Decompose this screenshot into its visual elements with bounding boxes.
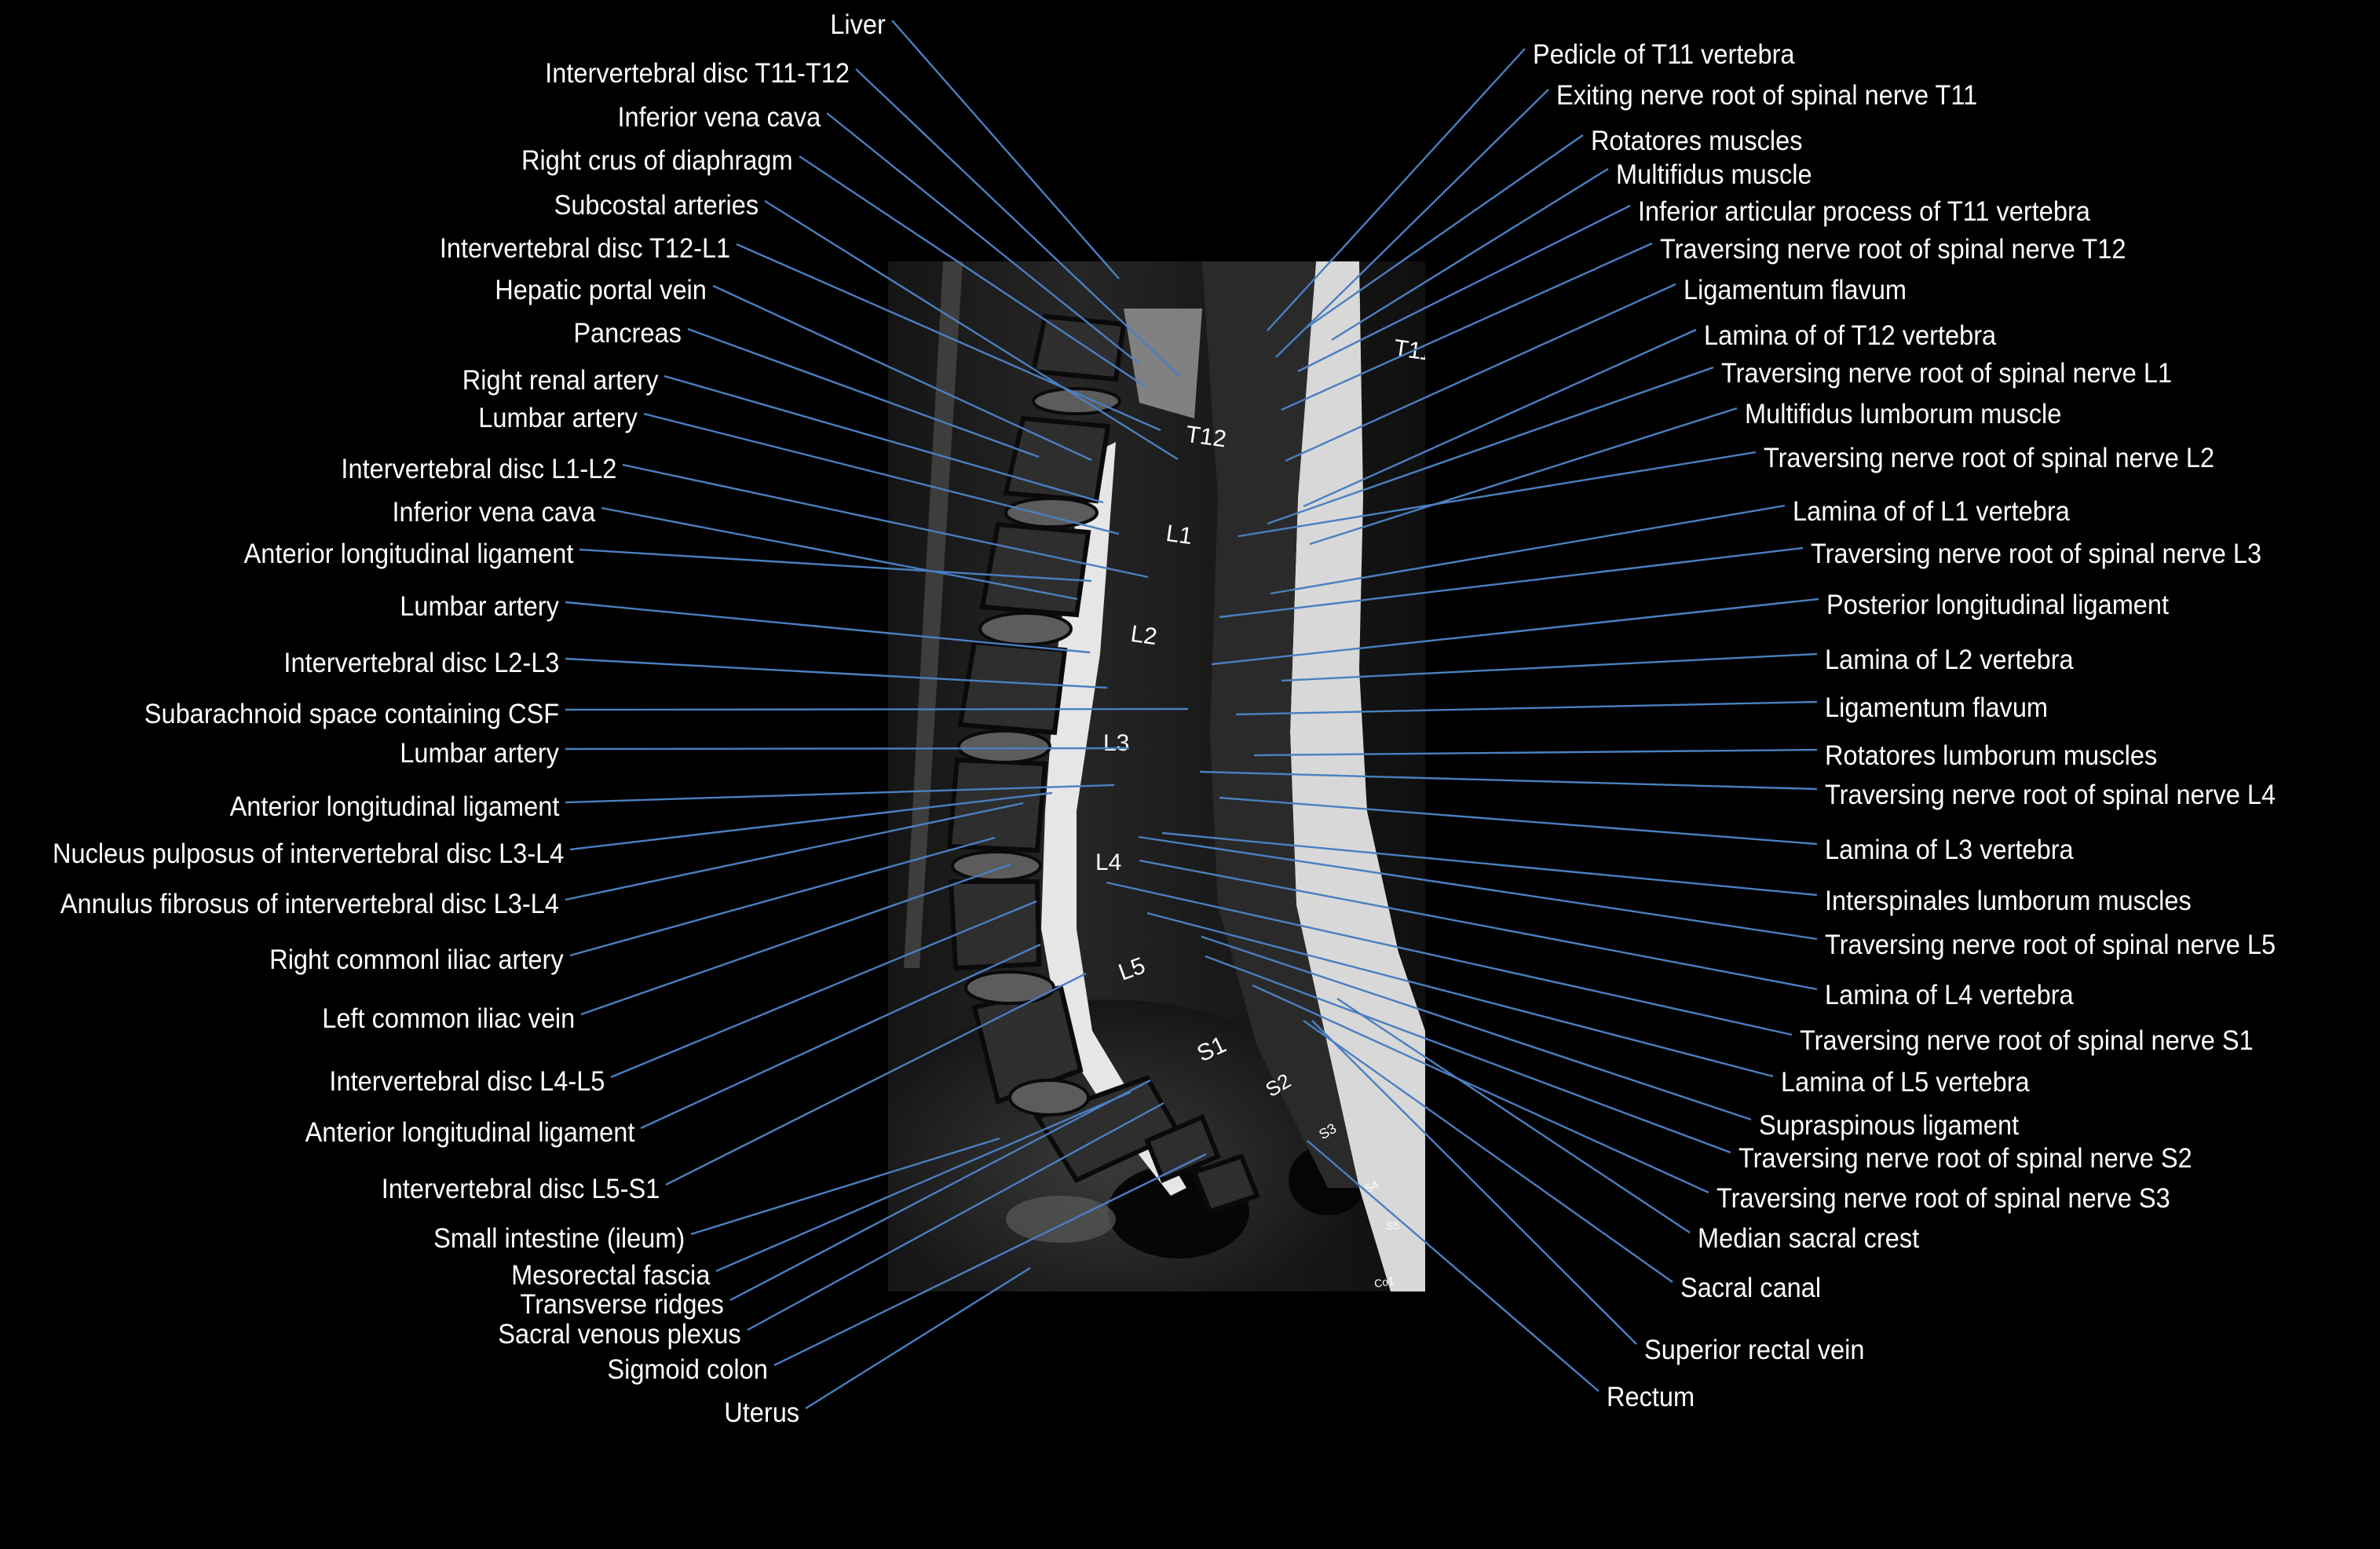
label-lumbar-artery: Lumbar artery: [400, 591, 559, 622]
label-inferior-articular-process-of-t11-vertebra: Inferior articular process of T11 verteb…: [1638, 196, 2090, 227]
label-traversing-nerve-root-of-spinal-nerve-s3: Traversing nerve root of spinal nerve S3: [1716, 1183, 2170, 1214]
label-traversing-nerve-root-of-spinal-nerve-l1: Traversing nerve root of spinal nerve L1: [1721, 358, 2173, 389]
label-lamina-of-of-t12-vertebra: Lamina of of T12 vertebra: [1704, 320, 1997, 351]
label-superior-rectal-vein: Superior rectal vein: [1644, 1335, 1865, 1365]
label-right-renal-artery: Right renal artery: [462, 365, 658, 396]
label-small-intestine-ileum: Small intestine (ileum): [433, 1223, 685, 1254]
label-traversing-nerve-root-of-spinal-nerve-l2: Traversing nerve root of spinal nerve L2: [1764, 443, 2215, 473]
label-traversing-nerve-root-of-spinal-nerve-s2: Traversing nerve root of spinal nerve S2: [1738, 1143, 2192, 1174]
label-traversing-nerve-root-of-spinal-nerve-t12: Traversing nerve root of spinal nerve T1…: [1660, 234, 2126, 265]
label-inferior-vena-cava: Inferior vena cava: [392, 497, 595, 528]
label-anterior-longitudinal-ligament: Anterior longitudinal ligament: [243, 539, 573, 569]
label-traversing-nerve-root-of-spinal-nerve-l4: Traversing nerve root of spinal nerve L4: [1825, 780, 2276, 810]
label-ligamentum-flavum: Ligamentum flavum: [1684, 275, 1907, 305]
label-anterior-longitudinal-ligament: Anterior longitudinal ligament: [229, 791, 559, 822]
label-sacral-canal: Sacral canal: [1680, 1273, 1822, 1303]
label-traversing-nerve-root-of-spinal-nerve-s1: Traversing nerve root of spinal nerve S1: [1800, 1025, 2254, 1056]
label-lamina-of-l5-vertebra: Lamina of L5 vertebra: [1781, 1067, 2030, 1098]
label-nucleus-pulposus-of-intervertebral-disc-l3-l4: Nucleus pulposus of intervertebral disc …: [52, 838, 564, 869]
label-lumbar-artery: Lumbar artery: [478, 403, 638, 433]
label-lamina-of-l4-vertebra: Lamina of L4 vertebra: [1825, 980, 2074, 1010]
label-pedicle-of-t11-vertebra: Pedicle of T11 vertebra: [1533, 39, 1795, 70]
label-mesorectal-fascia: Mesorectal fascia: [510, 1260, 710, 1291]
label-ligamentum-flavum: Ligamentum flavum: [1825, 692, 2049, 723]
label-lamina-of-l2-vertebra: Lamina of L2 vertebra: [1825, 645, 2074, 675]
vertebra-label-l1: L1: [1164, 520, 1194, 550]
label-lamina-of-l3-vertebra: Lamina of L3 vertebra: [1825, 835, 2074, 865]
label-intervertebral-disc-t11-t12: Intervertebral disc T11-T12: [545, 58, 850, 89]
label-pancreas: Pancreas: [573, 318, 682, 349]
label-hepatic-portal-vein: Hepatic portal vein: [495, 275, 707, 305]
label-lamina-of-of-l1-vertebra: Lamina of of L1 vertebra: [1793, 496, 2070, 527]
vertebra-label-l4: L4: [1095, 849, 1122, 875]
label-rectum: Rectum: [1607, 1382, 1695, 1412]
mri-drawing: [888, 261, 1425, 1291]
label-right-commonl-iliac-artery: Right commonl iliac artery: [269, 944, 564, 975]
label-subarachnoid-space-containing-csf: Subarachnoid space containing CSF: [144, 699, 559, 729]
label-right-crus-of-diaphragm: Right crus of diaphragm: [521, 145, 793, 176]
label-sacral-venous-plexus: Sacral venous plexus: [498, 1319, 741, 1350]
label-lumbar-artery: Lumbar artery: [400, 738, 559, 769]
label-subcostal-arteries: Subcostal arteries: [554, 190, 759, 221]
label-traversing-nerve-root-of-spinal-nerve-l5: Traversing nerve root of spinal nerve L5: [1825, 930, 2276, 960]
label-sigmoid-colon: Sigmoid colon: [607, 1354, 768, 1385]
label-interspinales-lumborum-muscles: Interspinales lumborum muscles: [1825, 886, 2192, 916]
label-transverse-ridges: Transverse ridges: [520, 1289, 724, 1320]
vertebra-label-l3: L3: [1103, 730, 1130, 756]
label-supraspinous-ligament: Supraspinous ligament: [1759, 1110, 2020, 1141]
label-inferior-vena-cava: Inferior vena cava: [617, 102, 821, 133]
label-rotatores-lumborum-muscles: Rotatores lumborum muscles: [1825, 740, 2158, 771]
label-intervertebral-disc-l2-l3: Intervertebral disc L2-L3: [283, 648, 559, 678]
label-intervertebral-disc-l4-l5: Intervertebral disc L4-L5: [328, 1066, 605, 1097]
label-rotatores-muscles: Rotatores muscles: [1591, 126, 1803, 156]
label-multifidus-lumborum-muscle: Multifidus lumborum muscle: [1745, 399, 2062, 429]
vertebra-label-s5: S5: [1386, 1219, 1400, 1232]
label-uterus: Uterus: [724, 1397, 799, 1428]
label-median-sacral-crest: Median sacral crest: [1698, 1223, 1920, 1254]
label-intervertebral-disc-l1-l2: Intervertebral disc L1-L2: [340, 454, 616, 484]
label-annulus-fibrosus-of-intervertebral-disc-l3-l4: Annulus fibrosus of intervertebral disc …: [60, 889, 559, 919]
label-posterior-longitudinal-ligament: Posterior longitudinal ligament: [1826, 590, 2170, 620]
label-anterior-longitudinal-ligament: Anterior longitudinal ligament: [305, 1117, 634, 1148]
label-intervertebral-disc-t12-l1: Intervertebral disc T12-L1: [439, 233, 730, 264]
left-0-leader-line: [891, 20, 1120, 279]
label-intervertebral-disc-l5-s1: Intervertebral disc L5-S1: [381, 1174, 660, 1204]
vertebra-label-t11: T11: [1392, 334, 1425, 367]
vertebra-label-l2: L2: [1128, 620, 1159, 651]
label-multifidus-muscle: Multifidus muscle: [1616, 159, 1812, 190]
label-left-common-iliac-vein: Left common iliac vein: [321, 1003, 575, 1034]
label-traversing-nerve-root-of-spinal-nerve-l3: Traversing nerve root of spinal nerve L3: [1811, 539, 2262, 569]
vertebra-label-t12: T12: [1184, 421, 1228, 453]
label-exiting-nerve-root-of-spinal-nerve-t11: Exiting nerve root of spinal nerve T11: [1556, 80, 1978, 111]
label-liver: Liver: [830, 9, 886, 40]
